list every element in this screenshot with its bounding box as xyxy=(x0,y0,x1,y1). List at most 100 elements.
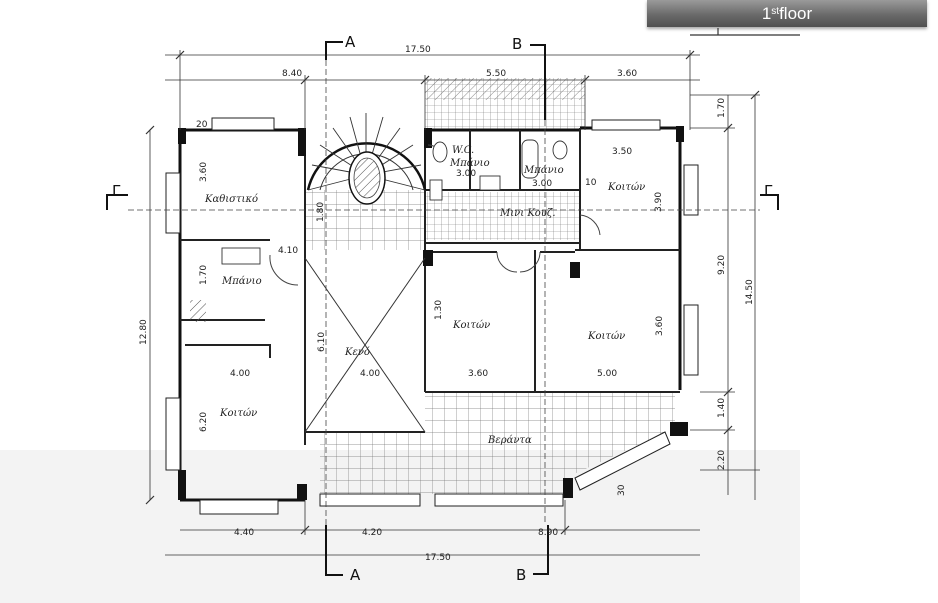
dim-top-west: 8.40 xyxy=(282,69,302,79)
window-south-bedroom xyxy=(199,499,279,515)
dim-left-total: 12.80 xyxy=(139,319,149,345)
dim-3-90: 3.90 xyxy=(654,192,664,212)
section-b-label-top: B xyxy=(512,35,522,53)
dim-4-00-void: 4.00 xyxy=(360,369,380,379)
room-label-bedroom-ne: Κοιτών xyxy=(607,182,645,193)
stove xyxy=(479,175,501,191)
room-label-bedroom-sw: Κοιτών xyxy=(219,408,257,419)
toilet-bath xyxy=(552,140,568,160)
pier xyxy=(423,250,433,266)
spiral-staircase xyxy=(306,113,427,205)
toilet-wc xyxy=(432,141,448,163)
room-label-veranda: Βεράντα xyxy=(487,435,532,446)
window-west-living xyxy=(165,172,181,234)
section-g-label-right: Γ xyxy=(764,182,773,200)
pier xyxy=(570,262,580,278)
dim-6-20: 6.20 xyxy=(199,412,209,432)
section-a-top-marker xyxy=(325,41,343,60)
dim-3-00-wc: 3.00 xyxy=(456,169,476,179)
dim-top-east: 3.60 xyxy=(617,69,637,79)
dim-4-10: 4.10 xyxy=(278,246,298,256)
pier xyxy=(676,126,684,142)
dim-right-d: 2.20 xyxy=(717,450,727,470)
window-east-bedroom xyxy=(683,304,699,376)
dim-bottom-west: 4.40 xyxy=(234,528,254,538)
pier xyxy=(670,422,688,436)
room-label-living: Καθιστικό xyxy=(204,194,258,205)
room-label-bedroom-mid: Κοιτών xyxy=(452,320,490,331)
window-east-bedroom-ne xyxy=(683,164,699,216)
section-a-label-bottom: A xyxy=(350,566,361,584)
dim-top-total: 17.50 xyxy=(405,45,431,55)
window-west-bedroom xyxy=(165,397,181,471)
dim-10: 10 xyxy=(585,178,597,188)
room-label-bath-wc: Μπάνιο xyxy=(449,158,490,169)
section-b-label-bottom: B xyxy=(516,566,526,584)
floor-number: 1 xyxy=(761,3,772,23)
sink xyxy=(429,179,443,201)
section-a-bottom-marker xyxy=(325,525,343,576)
veranda-tiles-main xyxy=(320,432,565,494)
section-a-label-top: A xyxy=(345,33,356,51)
west-bath-railing xyxy=(190,300,206,322)
window-north-living xyxy=(211,117,275,131)
pier xyxy=(563,478,573,498)
section-b-bottom-marker xyxy=(533,525,549,575)
dim-bottom-east: 8.90 xyxy=(538,528,558,538)
room-label-bath-west: Μπάνιο xyxy=(221,276,262,287)
dim-bottom-middle: 4.20 xyxy=(362,528,382,538)
room-label-void: Κενό xyxy=(344,347,370,358)
planter-diagonal xyxy=(574,431,671,491)
door-swing-bedroom-mid xyxy=(496,251,518,273)
dim-1-70: 1.70 xyxy=(199,265,209,285)
section-g-right-marker xyxy=(760,194,779,210)
bathtub xyxy=(521,139,539,179)
dim-20: 20 xyxy=(196,120,208,130)
pier xyxy=(424,128,432,148)
dim-right-c: 1.40 xyxy=(717,398,727,418)
window-north-bedroom xyxy=(591,119,661,131)
floor-word: floor xyxy=(779,3,813,23)
dim-right-b: 9.20 xyxy=(717,255,727,275)
wall-closet xyxy=(185,344,271,358)
room-label-bath-north: Μπάνιο xyxy=(523,165,564,176)
dim-1-80: 1.80 xyxy=(316,202,326,222)
dim-3-50: 3.50 xyxy=(612,147,632,157)
veranda-tiles-east xyxy=(425,392,675,478)
dim-6-10: 6.10 xyxy=(317,332,327,352)
kitchen-floor-tiles xyxy=(425,192,580,240)
room-label-wc: W.C. xyxy=(452,145,474,156)
floor-ordinal-suffix: st xyxy=(771,6,780,17)
dim-3-60-living: 3.60 xyxy=(199,162,209,182)
tub-west-bath xyxy=(221,247,261,265)
planter-south-2 xyxy=(434,493,564,507)
pier xyxy=(178,470,186,500)
room-label-mini-kitchen: Μινι Κουζ. xyxy=(499,208,556,219)
section-g-label-left: Γ xyxy=(112,182,121,200)
dim-4-00-west: 4.00 xyxy=(230,369,250,379)
planter-south-1 xyxy=(319,493,421,507)
dim-bottom-total: 17.50 xyxy=(425,553,451,563)
pier xyxy=(298,128,306,156)
room-label-bedroom-east: Κοιτών xyxy=(587,331,625,342)
pier xyxy=(297,484,307,500)
dim-3-00-bath: 3.00 xyxy=(532,179,552,189)
north-balcony-railing xyxy=(425,78,585,100)
dim-1-30: 1.30 xyxy=(434,300,444,320)
door-swing-bedroom-east xyxy=(519,251,541,273)
pier xyxy=(178,128,186,144)
dim-right-a: 1.70 xyxy=(717,98,727,118)
dim-5-00: 5.00 xyxy=(597,369,617,379)
dim-3-60-east: 3.60 xyxy=(655,316,665,336)
dim-right-total: 14.50 xyxy=(745,279,755,305)
dim-30: 30 xyxy=(617,484,627,496)
section-b-top-marker xyxy=(530,44,546,120)
dim-3-60-bedroom: 3.60 xyxy=(468,369,488,379)
section-g-left-marker xyxy=(106,194,128,210)
door-swing-bedroom-ne xyxy=(579,214,601,236)
dim-top-middle: 5.50 xyxy=(486,69,506,79)
door-swing-bath-west xyxy=(269,254,299,286)
void-cross xyxy=(304,257,426,433)
